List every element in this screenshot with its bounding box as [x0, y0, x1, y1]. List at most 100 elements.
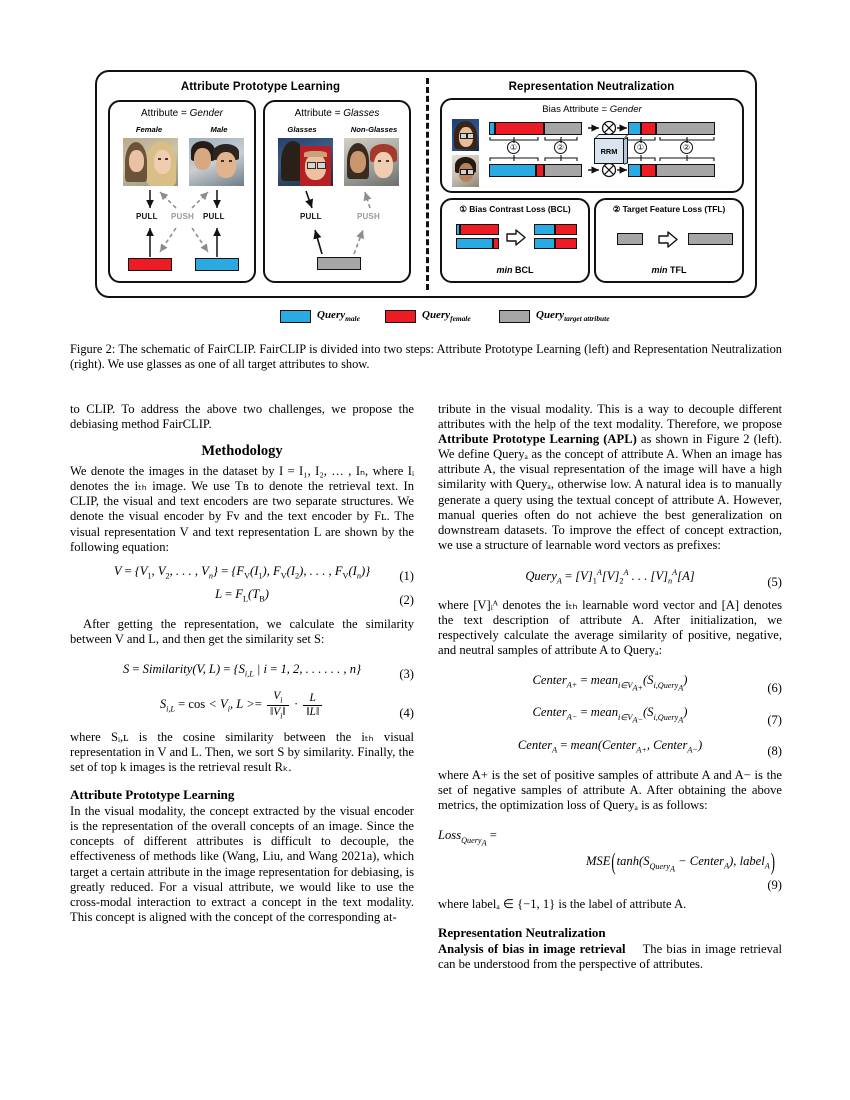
right-para-analysis: Analysis of bias in image retrieval The …: [438, 942, 782, 972]
right-para-analysis-rest: The bias in image retrieval can be under…: [438, 941, 782, 971]
equation-9-number-row: (9): [438, 878, 782, 893]
apl-gender-push: PUSH: [171, 212, 195, 221]
figure-legend: Querymale Queryfemale Querytarget attrib…: [95, 308, 757, 328]
legend-swatch-male: [280, 309, 311, 323]
apl-gender-bar-female: [128, 258, 172, 271]
rn-loss-tfl-min: min: [651, 265, 668, 275]
rn-bias-heading-prefix: Bias Attribute =: [542, 104, 610, 115]
rn-panel-bias-attribute: Bias Attribute = Gender: [440, 98, 744, 193]
subsection-heading-rn: Representation Neutralization: [438, 924, 606, 940]
subsection-heading-apl: Attribute Prototype Learning: [70, 787, 235, 803]
rn-bias-heading: Bias Attribute = Gender: [442, 104, 742, 115]
figure-right-title: Representation Neutralization: [508, 81, 675, 93]
apl-gender-heading-prefix: Attribute =: [141, 108, 190, 119]
equation-7-number: (7): [767, 713, 782, 728]
rn-marker-one-output: ①: [634, 141, 647, 154]
bcl-arrow-icon: [506, 229, 526, 246]
equation-8-number: (8): [767, 743, 782, 758]
apl-glasses-bar-target: [317, 257, 361, 270]
photo-woman-glasses-bottom: [452, 155, 479, 187]
figure-right-half: Representation Neutralization Bias Attri…: [426, 70, 757, 298]
apl-gender-pull-left: PULL: [136, 212, 158, 221]
rn-loss-panel-tfl: ② Target Feature Loss (TFL) min TFL: [594, 198, 744, 283]
photo-woman-glasses-top: [452, 119, 479, 151]
equation-5-number: (5): [767, 574, 782, 589]
legend-target-sub: target attribute: [564, 314, 610, 324]
tfl-after-bar: [688, 233, 733, 245]
legend-label-target: Querytarget attribute: [536, 309, 609, 323]
rn-loss-bcl-min: min: [496, 265, 513, 275]
apl-gender-label-male: Male: [210, 125, 228, 134]
rrm-label: RRM: [594, 138, 624, 164]
figure-left-title: Attribute Prototype Learning: [180, 81, 341, 93]
legend-female-sub: female: [450, 314, 471, 324]
legend-item-query-female: Queryfemale: [385, 309, 471, 323]
left-para-denote: We denote the images in the dataset by I…: [70, 464, 414, 554]
rn-bias-heading-value: Gender: [609, 104, 642, 115]
right-para-tribute-b: as shown in Figure 2 (left). We define Q…: [438, 432, 782, 552]
left-para-to-clip: to CLIP. To address the above two challe…: [70, 402, 414, 432]
rn-marker-two-input: ②: [554, 141, 567, 154]
apl-glasses-label-nonglasses: Non-Glasses: [350, 125, 398, 134]
apl-panel-glasses: Attribute = Glasses Glasses Non-Glasses: [263, 100, 411, 283]
rn-marker-two-output: ②: [680, 141, 693, 154]
equation-2-number: (2): [399, 592, 414, 607]
legend-item-query-male: Querymale: [280, 309, 360, 323]
rn-loss-bcl-footer: min BCL: [442, 265, 588, 275]
left-para-apl: In the visual modality, the concept extr…: [70, 804, 414, 924]
body-column-right: tribute in the visual modality. This is …: [438, 402, 782, 972]
equation-6-number: (6): [767, 681, 782, 696]
equation-4-number: (4): [399, 705, 414, 720]
apl-panel-gender-heading: Attribute = Gender: [110, 108, 254, 119]
rn-loss-panel-bcl: ① Bias Contrast Loss (BCL): [440, 198, 590, 283]
figure-left-half: Attribute Prototype Learning Attribute =…: [95, 70, 426, 298]
legend-item-query-target: Querytarget attribute: [499, 309, 609, 323]
equation-7: CenterA− = meani∈VA−(Si,QueryA) (7): [532, 705, 783, 728]
legend-female-base: Query: [422, 309, 451, 321]
apl-gender-pull-right: PULL: [203, 212, 225, 221]
equation-9: MSE(tanh(SQueryA − CenterA), labelA): [585, 849, 775, 876]
rn-marker-one-input: ①: [507, 141, 520, 154]
equation-9-lhs: LossQueryA =: [438, 828, 497, 848]
apl-gender-label-female: Female: [135, 125, 163, 134]
legend-label-female: Queryfemale: [422, 309, 471, 323]
legend-male-sub: male: [345, 314, 360, 324]
legend-label-male: Querymale: [317, 309, 360, 323]
photo-female: [123, 138, 178, 186]
right-para-analysis-bold: Analysis of bias in image retrieval: [438, 941, 626, 956]
legend-male-base: Query: [317, 309, 346, 321]
photo-male: [189, 138, 244, 186]
left-para-after-eq: After getting the representation, we cal…: [70, 616, 414, 646]
equation-1-number: (1): [399, 569, 414, 584]
apl-glasses-pull: PULL: [300, 212, 322, 221]
equation-3: S = Similarity(V, L) = {Si,L | i = 1, 2,…: [122, 661, 414, 682]
body-column-left: to CLIP. To address the above two challe…: [70, 402, 414, 925]
equation-1: V = {V1, V2, . . . , Vn} = {FV(I1), FV(I…: [113, 563, 414, 584]
right-para-tribute-bold: Attribute Prototype Learning (APL): [438, 432, 637, 447]
apl-glasses-label-glasses: Glasses: [287, 125, 317, 134]
equation-5: QueryA = [V]1A[V]2A . . . [V]nA[A] (5): [525, 567, 782, 589]
figure-vertical-divider: [426, 78, 429, 290]
tfl-arrow-icon: [658, 231, 678, 248]
rrm-block: RRM: [594, 134, 629, 165]
rn-loss-tfl-title: ② Target Feature Loss (TFL): [612, 204, 726, 214]
equation-3-number: (3): [399, 667, 414, 682]
equation-2: L = FL(TB) (2): [215, 587, 414, 607]
apl-panel-gender: Attribute = Gender Female Male: [108, 100, 256, 283]
legend-swatch-target: [499, 309, 530, 323]
rn-loss-bcl-name: BCL: [512, 265, 534, 275]
right-para-label: where labelₐ ∈ {−1, 1} is the label of a…: [438, 897, 687, 912]
apl-glasses-heading-value: Glasses: [343, 108, 380, 119]
section-heading-methodology: Methodology: [201, 443, 283, 460]
left-para-where: where Sᵢ,ʟ is the cosine similarity betw…: [70, 729, 414, 775]
right-para-where-v: where [V]ᵢᴬ denotes the iₜₕ learnable wo…: [438, 597, 782, 657]
figure-caption: Figure 2: The schematic of FairCLIP. Fai…: [70, 342, 782, 372]
apl-gender-arrows: [146, 190, 221, 257]
right-para-tribute-a: tribute in the visual modality. This is …: [438, 402, 782, 432]
apl-glasses-heading-prefix: Attribute =: [294, 108, 344, 119]
legend-target-base: Query: [536, 309, 565, 321]
legend-swatch-female: [385, 309, 416, 323]
photo-non-glasses: [344, 138, 399, 186]
right-para-tribute: tribute in the visual modality. This is …: [438, 402, 782, 553]
